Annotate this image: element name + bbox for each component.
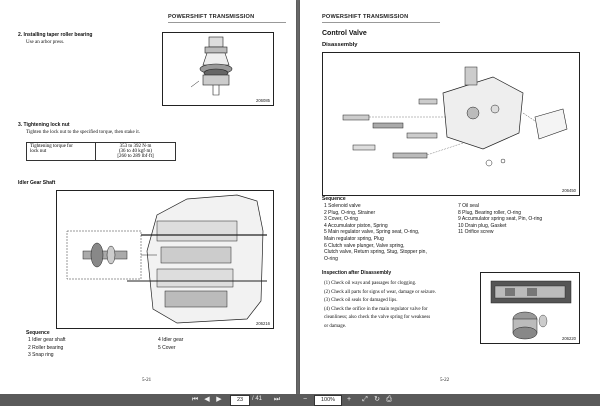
rotate-icon[interactable]: ↻ bbox=[374, 396, 380, 403]
last-page-icon[interactable]: ⏭ bbox=[273, 396, 281, 403]
step-3-title: 3. Tightening lock nut bbox=[18, 122, 70, 128]
sequence-list-col1: 1 Solenoid valve 2 Plug, O-ring, Straine… bbox=[324, 203, 427, 262]
sequence-item: 5 Cover bbox=[158, 344, 176, 351]
taper-bearing-figure: 206085 bbox=[162, 32, 274, 106]
figure-code: 206085 bbox=[256, 98, 270, 103]
figure-code: 206220 bbox=[562, 336, 576, 341]
page-total: / 41 bbox=[252, 396, 263, 402]
left-page: POWERSHIFT TRANSMISSION 2. Installing ta… bbox=[0, 0, 296, 394]
inspection-title: Inspection after Disassembly bbox=[322, 270, 392, 276]
sequence-title: Sequence bbox=[322, 196, 346, 202]
sequence-item: 7 Oil seal bbox=[458, 203, 479, 209]
page-number: 5-21 bbox=[142, 378, 152, 383]
sequence-item: O-ring bbox=[324, 255, 338, 262]
zoom-in-icon[interactable]: + bbox=[346, 396, 352, 403]
idler-gear-shaft-figure: 206216 bbox=[56, 190, 274, 329]
torque-spec-table: Tightening torque for lock nut 353 to 39… bbox=[26, 142, 176, 161]
torque-label-line-1: Tightening torque for bbox=[30, 144, 73, 149]
torque-value-nm: 353 to 392 N·m bbox=[119, 144, 152, 149]
section-title: Idler Gear Shaft bbox=[18, 180, 56, 186]
fit-page-icon[interactable]: ⤢ bbox=[362, 396, 368, 403]
sequence-item: 2 Plug, O-ring, Strainer bbox=[324, 209, 376, 216]
pdf-viewer-toolbar: ⏮ ◀ ▶ 23 / 41 ⏭ − 100% + ⤢ ↻ ⎙ bbox=[0, 394, 600, 406]
inspection-item: (2) Check all parts for signs of wear, d… bbox=[324, 289, 436, 295]
figure-code: 206450 bbox=[562, 188, 576, 193]
sequence-item: 11 Orifice screw bbox=[458, 229, 494, 236]
sequence-item: 2 Roller bearing bbox=[28, 344, 64, 351]
sequence-item: 3 Cover, O-ring bbox=[324, 216, 358, 223]
sequence-item: 8 Plug, Bearing roller, O-ring bbox=[458, 209, 522, 216]
zoom-select[interactable]: 100% bbox=[314, 395, 342, 406]
subtitle: Disassembly bbox=[322, 42, 358, 48]
page-header: POWERSHIFT TRANSMISSION bbox=[322, 14, 440, 23]
step-2-title: 2. Installing taper roller bearing bbox=[18, 32, 93, 38]
sequence-item: Clutch valve, Return spring, Stug, Stopp… bbox=[324, 249, 427, 256]
sequence-item: 1 Idler gear shaft bbox=[28, 337, 66, 343]
sequence-item: 5 Main regulator valve, Spring seat, O-r… bbox=[324, 229, 420, 236]
inspection-item: (3) Check oil seals for damaged lips. bbox=[324, 298, 398, 303]
figure-code: 206216 bbox=[256, 321, 270, 326]
next-page-icon[interactable]: ▶ bbox=[216, 396, 222, 403]
idler-gear-illustration bbox=[66, 194, 267, 324]
right-page: POWERSHIFT TRANSMISSION Control Valve Di… bbox=[300, 0, 600, 394]
step-2-text: Use an arbor press. bbox=[26, 40, 65, 45]
sequence-item: 3 Snap ring bbox=[28, 352, 54, 358]
inspection-item: (1) Check oil ways and passages for clog… bbox=[324, 281, 417, 286]
inspection-list: (1) Check oil ways and passages for clog… bbox=[324, 280, 436, 331]
previous-page-icon[interactable]: ◀ bbox=[204, 396, 210, 403]
zoom-out-icon[interactable]: − bbox=[302, 396, 308, 403]
sequence-item: 9 Accumulator spring seat, Pin, O-ring bbox=[458, 216, 543, 223]
first-page-icon[interactable]: ⏮ bbox=[191, 396, 199, 403]
sequence-item: 10 Drain plug, Gasket bbox=[458, 222, 507, 229]
torque-label-line-2: lock nut bbox=[30, 149, 47, 154]
sequence-item: 4 Idler gear bbox=[158, 337, 184, 343]
sequence-list-col2: 4 Idler gear 5 Cover bbox=[158, 337, 183, 352]
page-number-input[interactable]: 23 bbox=[230, 395, 250, 406]
sequence-item: 4 Accumulator piston, Spring bbox=[324, 222, 388, 229]
sequence-list-col2: 7 Oil seal 8 Plug, Bearing roller, O-rin… bbox=[458, 203, 542, 236]
page-header: POWERSHIFT TRANSMISSION bbox=[168, 14, 286, 23]
torque-value-kgfm: (36 to 40 kgf·m) bbox=[118, 149, 153, 154]
sequence-list-col1: 1 Idler gear shaft 2 Roller bearing 3 Sn… bbox=[28, 337, 66, 360]
sequence-item: 6 Clutch valve plunger, Valve spring, bbox=[324, 242, 405, 249]
arbor-press-illustration bbox=[190, 36, 233, 96]
control-valve-figure: 206450 bbox=[322, 52, 580, 196]
page-title: Control Valve bbox=[322, 30, 367, 37]
torque-value-lbfft: [260 to 289 lbf·ft] bbox=[117, 154, 154, 159]
sequence-item: 1 Solenoid valve bbox=[324, 203, 361, 209]
sequence-title: Sequence bbox=[26, 330, 50, 336]
regulator-valve-figure: 206220 bbox=[480, 272, 580, 344]
regulator-valve-illustration bbox=[490, 280, 572, 340]
inspection-item: cleanliness; also check the valve spring… bbox=[324, 315, 431, 320]
step-3-text: Tighten the lock nut to the specified to… bbox=[26, 130, 140, 135]
inspection-item: (4) Check the orifice in the main regula… bbox=[324, 306, 428, 312]
print-icon[interactable]: ⎙ bbox=[386, 396, 392, 403]
inspection-item: or damage. bbox=[324, 323, 347, 329]
sequence-item: Main regulator spring, Plug bbox=[324, 235, 384, 242]
valve-exploded-view bbox=[342, 66, 568, 167]
page-number: 5-22 bbox=[440, 378, 450, 383]
